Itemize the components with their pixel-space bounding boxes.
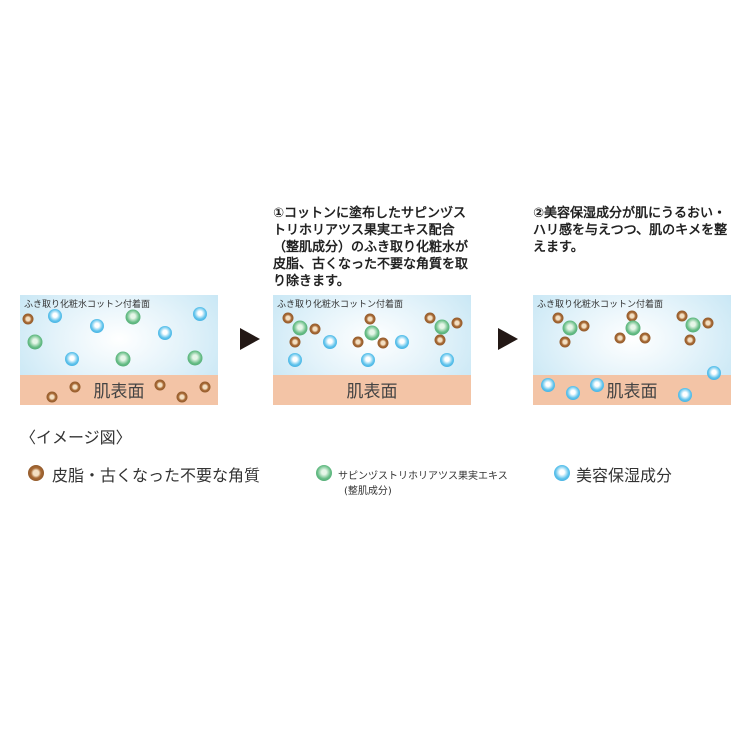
moisture-particle xyxy=(440,353,454,367)
sebum-particle xyxy=(559,336,571,348)
step-1-text: ①コットンに塗布したサピンヅストリホリアツス果実エキス配合（整肌成分）のふき取り… xyxy=(273,206,469,289)
extract-particle xyxy=(364,325,380,341)
skin-surface-label: 肌表面 xyxy=(346,382,398,402)
extract-particle xyxy=(115,351,131,367)
skin-surface: 肌表面 xyxy=(533,375,731,405)
legend-extract-label: サピンヅストリホリアツス果実エキス xyxy=(338,471,508,482)
skin-surface: 肌表面 xyxy=(273,375,471,405)
sebum-particle xyxy=(309,323,321,335)
moisture-particle xyxy=(48,309,62,323)
sebum-particle xyxy=(424,312,436,324)
skin-surface-label: 肌表面 xyxy=(606,382,658,402)
legend-blue-swatch xyxy=(554,465,570,481)
panel-cleansing: ふき取り化粧水コットン付着面 肌表面 xyxy=(273,295,471,405)
sebum-particle xyxy=(154,379,166,391)
step-2-text: ②美容保湿成分が肌にうるおい・ハリ感を与えつつ、肌のキメを整えます。 xyxy=(533,206,728,255)
sebum-particle xyxy=(364,313,376,325)
sebum-particle xyxy=(176,391,188,403)
arrow-right-icon xyxy=(498,328,518,350)
extract-particle xyxy=(625,320,641,336)
legend-moisture-label: 美容保湿成分 xyxy=(576,466,673,485)
sebum-particle xyxy=(289,336,301,348)
panel-moisturizing: ふき取り化粧水コットン付着面 肌表面 xyxy=(533,295,731,405)
legend-sebum-label: 皮脂・古くなった不要な角質 xyxy=(52,466,261,485)
sebum-particle xyxy=(626,310,638,322)
sebum-particle xyxy=(451,317,463,329)
sebum-particle xyxy=(282,312,294,324)
moisture-particle xyxy=(288,353,302,367)
sebum-particle xyxy=(578,320,590,332)
sebum-particle xyxy=(676,310,688,322)
sebum-particle xyxy=(552,312,564,324)
sebum-particle xyxy=(69,381,81,393)
cotton-surface-label: ふき取り化粧水コットン付着面 xyxy=(24,300,151,310)
extract-particle xyxy=(27,334,43,350)
sebum-particle xyxy=(702,317,714,329)
moisture-particle xyxy=(90,319,104,333)
extract-particle xyxy=(292,320,308,336)
sebum-particle xyxy=(434,334,446,346)
moisture-particle xyxy=(590,378,604,392)
moisture-particle xyxy=(566,386,580,400)
moisture-particle xyxy=(158,326,172,340)
legend-extract-sub-label: (整肌成分) xyxy=(344,486,392,497)
moisture-particle xyxy=(395,335,409,349)
sebum-particle xyxy=(684,334,696,346)
panel-before: ふき取り化粧水コットン付着面 肌表面 xyxy=(20,295,218,405)
sebum-particle xyxy=(199,381,211,393)
cotton-surface-label: ふき取り化粧水コットン付着面 xyxy=(537,300,664,310)
cotton-surface-label: ふき取り化粧水コットン付着面 xyxy=(277,300,404,310)
extract-particle xyxy=(187,350,203,366)
moisture-particle xyxy=(361,353,375,367)
extract-particle xyxy=(562,320,578,336)
moisture-particle xyxy=(65,352,79,366)
extract-particle xyxy=(434,319,450,335)
legend-brown-swatch xyxy=(28,465,44,481)
sebum-particle xyxy=(22,313,34,325)
sebum-particle xyxy=(352,336,364,348)
extract-particle xyxy=(685,317,701,333)
arrow-right-icon xyxy=(240,328,260,350)
moisture-particle xyxy=(707,366,721,380)
skin-surface-label: 肌表面 xyxy=(93,382,145,402)
sebum-particle xyxy=(377,337,389,349)
legend-green-swatch xyxy=(316,465,332,481)
extract-particle xyxy=(125,309,141,325)
sebum-particle xyxy=(46,391,58,403)
image-caption: 〈イメージ図〉 xyxy=(20,428,132,447)
moisture-particle xyxy=(678,388,692,402)
moisture-particle xyxy=(323,335,337,349)
moisture-particle xyxy=(541,378,555,392)
sebum-particle xyxy=(639,332,651,344)
sebum-particle xyxy=(614,332,626,344)
moisture-particle xyxy=(193,307,207,321)
